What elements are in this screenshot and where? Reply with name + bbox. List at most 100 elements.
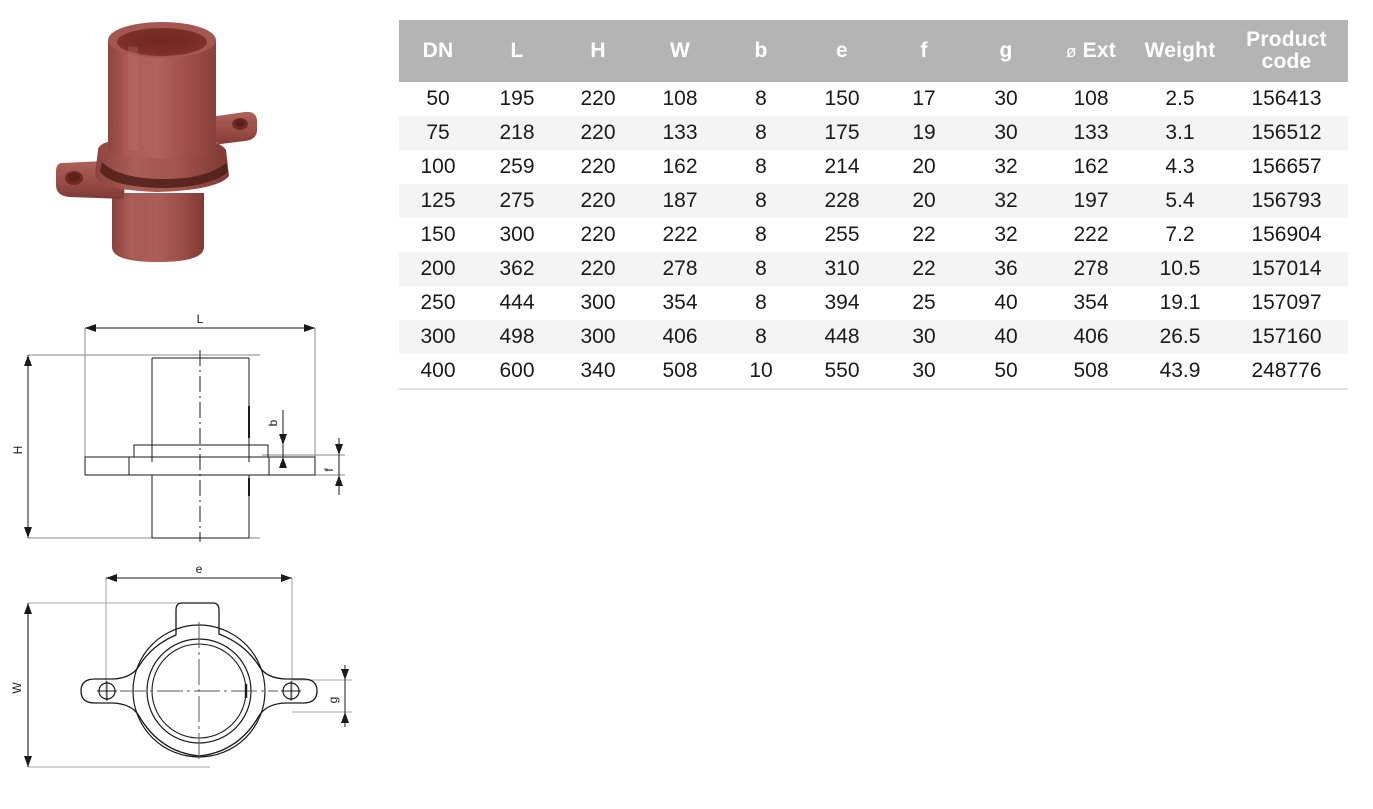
cell-weight: 5.4 [1135,184,1225,218]
cell-e: 175 [801,116,883,150]
cell-weight: 26.5 [1135,320,1225,354]
cell-ext: 197 [1047,184,1135,218]
cell-g: 32 [965,184,1047,218]
label-H: H [11,446,25,455]
label-e: e [196,562,203,576]
cell-g: 40 [965,286,1047,320]
cell-w: 406 [639,320,721,354]
col-header-b: b [721,20,801,82]
cell-h: 220 [557,150,639,184]
cell-code: 157097 [1225,286,1348,320]
gasket-groove [100,162,228,188]
cell-ext: 278 [1047,252,1135,286]
cell-e: 228 [801,184,883,218]
cell-ext: 354 [1047,286,1135,320]
cell-ext: 222 [1047,218,1135,252]
lower-barrel-highlight [124,196,134,258]
cell-f: 30 [883,320,965,354]
cell-g: 30 [965,116,1047,150]
cell-f: 22 [883,252,965,286]
cell-dn: 100 [399,150,477,184]
cell-b: 8 [721,252,801,286]
cell-b: 8 [721,82,801,116]
cell-h: 220 [557,184,639,218]
dim-arrow-g-top [341,669,349,680]
cell-l: 498 [477,320,557,354]
cell-ext: 508 [1047,354,1135,390]
dim-arrow-e-right [281,574,292,582]
cell-dn: 400 [399,354,477,390]
cell-g: 30 [965,82,1047,116]
cell-weight: 19.1 [1135,286,1225,320]
cell-l: 195 [477,82,557,116]
cell-weight: 2.5 [1135,82,1225,116]
cell-f: 20 [883,150,965,184]
cell-code: 156512 [1225,116,1348,150]
cell-b: 10 [721,354,801,390]
cell-e: 310 [801,252,883,286]
cell-l: 362 [477,252,557,286]
cell-e: 448 [801,320,883,354]
label-L: L [197,312,204,326]
cell-dn: 50 [399,82,477,116]
cell-l: 444 [477,286,557,320]
cell-code: 157014 [1225,252,1348,286]
cell-weight: 43.9 [1135,354,1225,390]
cell-code: 248776 [1225,354,1348,390]
cell-weight: 3.1 [1135,116,1225,150]
cell-code: 157160 [1225,320,1348,354]
cell-h: 300 [557,320,639,354]
dim-arrow-W-top [24,603,32,614]
cell-e: 394 [801,286,883,320]
cell-e: 255 [801,218,883,252]
cell-b: 8 [721,116,801,150]
barrel-highlight [128,46,138,150]
label-f: f [322,468,336,472]
cell-b: 8 [721,218,801,252]
cell-f: 17 [883,82,965,116]
cell-b: 8 [721,286,801,320]
label-b: b [266,419,280,426]
cell-weight: 4.3 [1135,150,1225,184]
cell-b: 8 [721,184,801,218]
col-header-product-line2: code [1261,50,1312,73]
cell-weight: 10.5 [1135,252,1225,286]
cell-e: 150 [801,82,883,116]
dim-arrow-L-left [85,324,96,332]
cell-dn: 200 [399,252,477,286]
cell-w: 508 [639,354,721,390]
dim-arrow-f-bottom [335,475,343,486]
dim-arrow-H-bottom [24,527,32,538]
plan-view-svg: e W g [10,562,352,768]
col-header-e: e [801,20,883,82]
dim-arrow-g-bottom [341,712,349,723]
dim-arrow-b-bottom [279,457,287,468]
illustrations-column: L H b f [0,0,392,804]
cell-w: 162 [639,150,721,184]
cell-ext: 162 [1047,150,1135,184]
cell-g: 36 [965,252,1047,286]
socket-outline [151,357,250,462]
cell-code: 156904 [1225,218,1348,252]
col-header-h: H [557,20,639,82]
lower-barrel-outline [151,475,250,539]
cell-w: 187 [639,184,721,218]
cell-h: 220 [557,218,639,252]
dim-arrow-L-right [304,324,315,332]
col-header-ext: ø Ext [1047,20,1135,82]
dim-arrow-e-left [106,574,117,582]
socket-bore [117,28,207,56]
cell-w: 133 [639,116,721,150]
cell-g: 40 [965,320,1047,354]
label-W: W [10,682,24,694]
